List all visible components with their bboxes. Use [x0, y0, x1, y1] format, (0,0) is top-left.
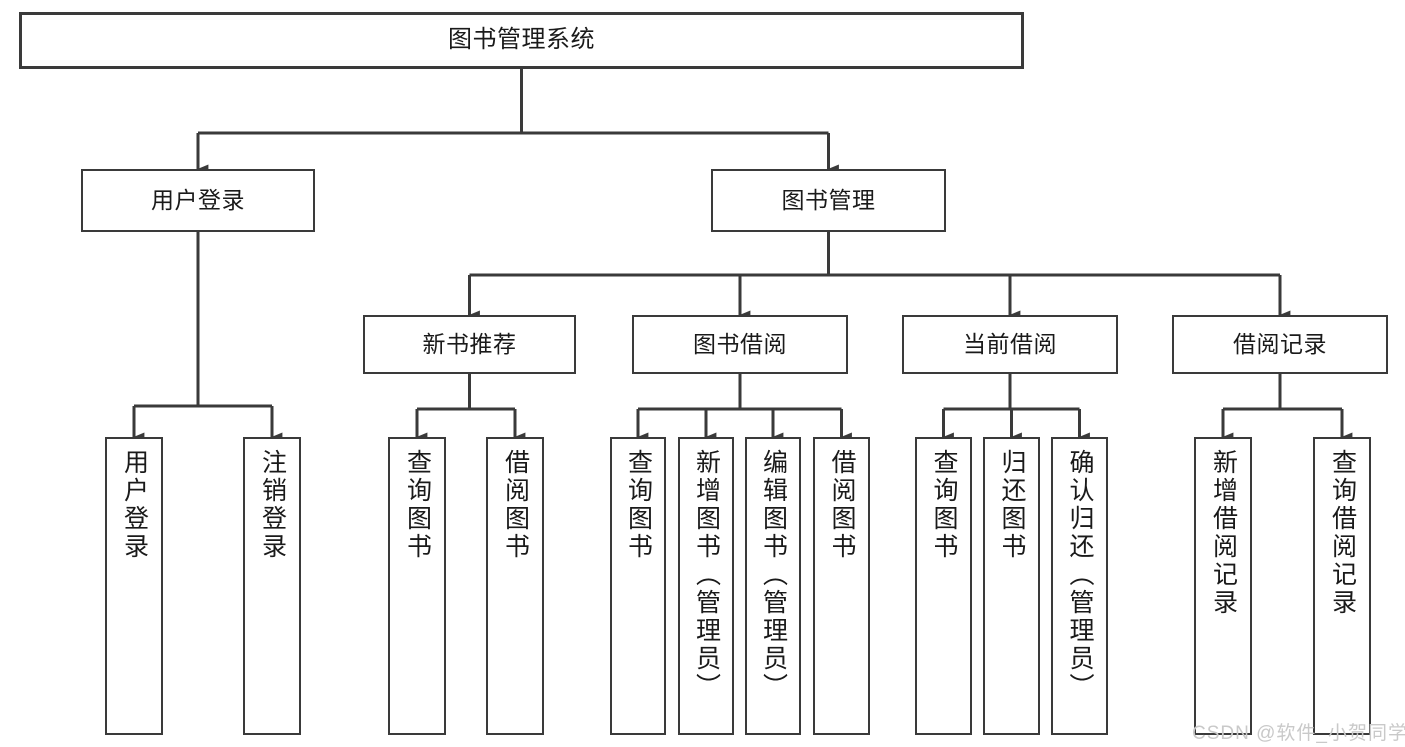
- node-label-leaf-cb-return: 归还图书: [998, 449, 1026, 561]
- node-leaf-cb-return[interactable]: 归还图书: [983, 437, 1040, 735]
- node-leaf-user-login[interactable]: 用户登录: [105, 437, 163, 735]
- node-label-book-manage: 图书管理: [781, 186, 876, 213]
- node-label-borrow-record: 借阅记录: [1233, 330, 1327, 357]
- node-borrow-record[interactable]: 借阅记录: [1172, 315, 1388, 374]
- node-label-user-login: 用户登录: [151, 186, 245, 213]
- node-user-login[interactable]: 用户登录: [81, 169, 315, 232]
- node-leaf-user-logout[interactable]: 注销登录: [243, 437, 301, 735]
- node-label-leaf-br-query: 查询借阅记录: [1328, 449, 1357, 617]
- node-leaf-rec-borrow[interactable]: 借阅图书: [486, 437, 544, 735]
- node-label-leaf-bb-query: 查询图书: [624, 449, 653, 561]
- node-label-leaf-rec-borrow: 借阅图书: [501, 449, 530, 561]
- node-leaf-cb-query[interactable]: 查询图书: [915, 437, 972, 735]
- node-leaf-bb-query[interactable]: 查询图书: [610, 437, 666, 735]
- node-book-manage[interactable]: 图书管理: [711, 169, 946, 232]
- node-current-borrow[interactable]: 当前借阅: [902, 315, 1118, 374]
- node-label-leaf-user-login: 用户登录: [120, 449, 149, 561]
- node-leaf-bb-add[interactable]: 新增图书（管理员）: [678, 437, 734, 735]
- node-root[interactable]: 图书管理系统: [19, 12, 1024, 69]
- node-label-leaf-bb-edit: 编辑图书（管理员）: [759, 449, 788, 701]
- node-label-book-borrow: 图书借阅: [693, 330, 787, 357]
- edge-group: [132, 69, 1353, 442]
- node-book-borrow[interactable]: 图书借阅: [632, 315, 848, 374]
- node-leaf-rec-query[interactable]: 查询图书: [388, 437, 446, 735]
- node-label-current-borrow: 当前借阅: [963, 330, 1057, 357]
- node-label-leaf-bb-borrow: 借阅图书: [828, 449, 856, 561]
- node-label-leaf-cb-query: 查询图书: [930, 449, 958, 561]
- node-leaf-cb-confirm[interactable]: 确认归还（管理员）: [1051, 437, 1108, 735]
- node-label-leaf-rec-query: 查询图书: [403, 449, 432, 561]
- node-label-root: 图书管理系统: [448, 26, 595, 54]
- node-new-book-rec[interactable]: 新书推荐: [363, 315, 576, 374]
- node-leaf-bb-edit[interactable]: 编辑图书（管理员）: [745, 437, 801, 735]
- node-leaf-bb-borrow[interactable]: 借阅图书: [813, 437, 870, 735]
- node-label-leaf-user-logout: 注销登录: [258, 449, 287, 561]
- node-label-leaf-br-add: 新增借阅记录: [1209, 449, 1238, 617]
- node-label-new-book-rec: 新书推荐: [422, 330, 517, 357]
- node-leaf-br-add[interactable]: 新增借阅记录: [1194, 437, 1252, 735]
- node-leaf-br-query[interactable]: 查询借阅记录: [1313, 437, 1371, 735]
- node-label-leaf-cb-confirm: 确认归还（管理员）: [1066, 449, 1094, 701]
- node-label-leaf-bb-add: 新增图书（管理员）: [692, 449, 721, 701]
